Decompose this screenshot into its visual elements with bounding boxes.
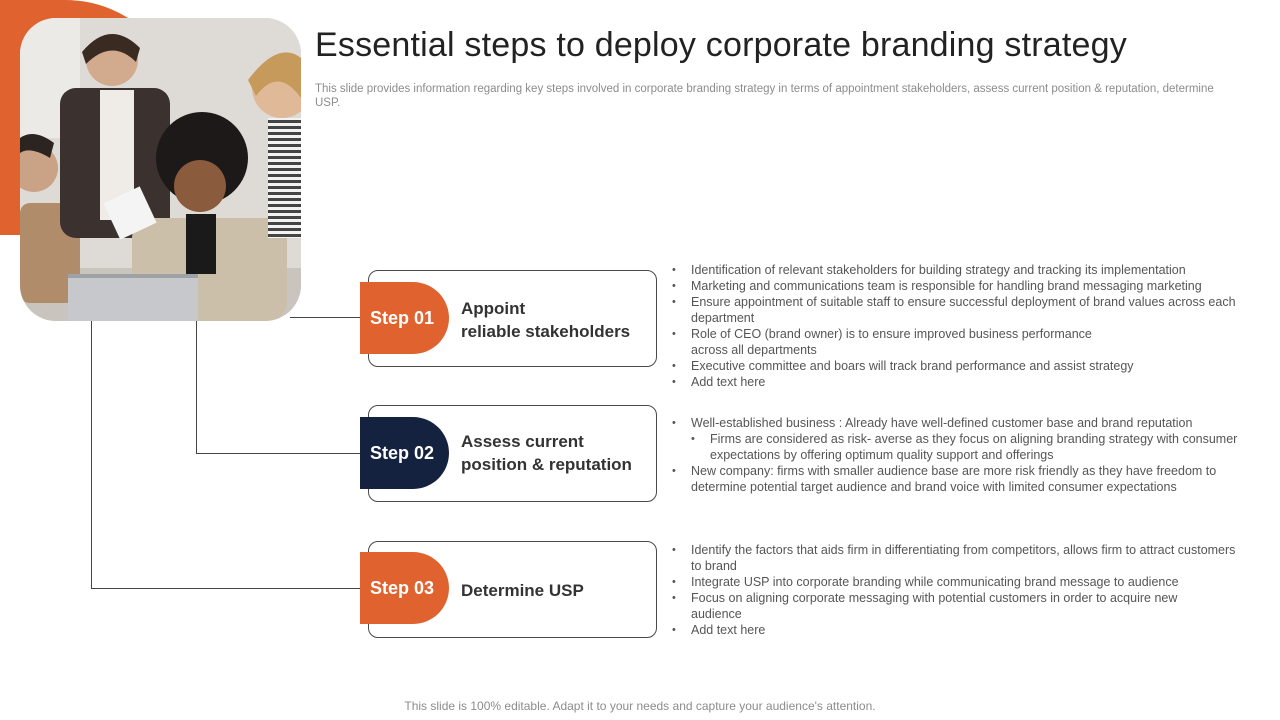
list-item: Well-established business : Already have… — [672, 415, 1242, 431]
connector-line — [196, 321, 197, 454]
list-item: Add text here — [672, 622, 1242, 638]
list-item: Executive committee and boars will track… — [672, 358, 1242, 374]
connector-line — [91, 321, 92, 589]
list-item: Add text here — [672, 374, 1242, 390]
step-1-details: Identification of relevant stakeholders … — [672, 262, 1242, 390]
connector-line — [196, 453, 360, 454]
step-2-details: Well-established business : Already have… — [672, 415, 1242, 495]
connector-line — [290, 317, 360, 318]
list-item: Identification of relevant stakeholders … — [672, 262, 1242, 278]
step-1-title: Appoint reliable stakeholders — [461, 297, 630, 343]
list-item: Focus on aligning corporate messaging wi… — [672, 590, 1242, 622]
step-3-badge: Step 03 — [360, 552, 449, 624]
connector-line — [91, 588, 360, 589]
list-item: Marketing and communications team is res… — [672, 278, 1242, 294]
list-item: Ensure appointment of suitable staff to … — [672, 294, 1242, 326]
step-3-details: Identify the factors that aids firm in d… — [672, 542, 1242, 638]
step-3-title: Determine USP — [461, 579, 584, 602]
step-2-title: Assess current position & reputation — [461, 430, 632, 476]
page-subtitle: This slide provides information regardin… — [315, 82, 1215, 110]
footer-note: This slide is 100% editable. Adapt it to… — [0, 699, 1280, 713]
list-item: Firms are considered as risk- averse as … — [672, 431, 1242, 463]
list-item: Integrate USP into corporate branding wh… — [672, 574, 1242, 590]
list-item: New company: firms with smaller audience… — [672, 463, 1242, 495]
page-title: Essential steps to deploy corporate bran… — [315, 26, 1127, 65]
list-item: Identify the factors that aids firm in d… — [672, 542, 1242, 574]
step-2-badge: Step 02 — [360, 417, 449, 489]
list-item: Role of CEO (brand owner) is to ensure i… — [672, 326, 1242, 358]
team-photo — [20, 18, 301, 321]
step-1-badge: Step 01 — [360, 282, 449, 354]
